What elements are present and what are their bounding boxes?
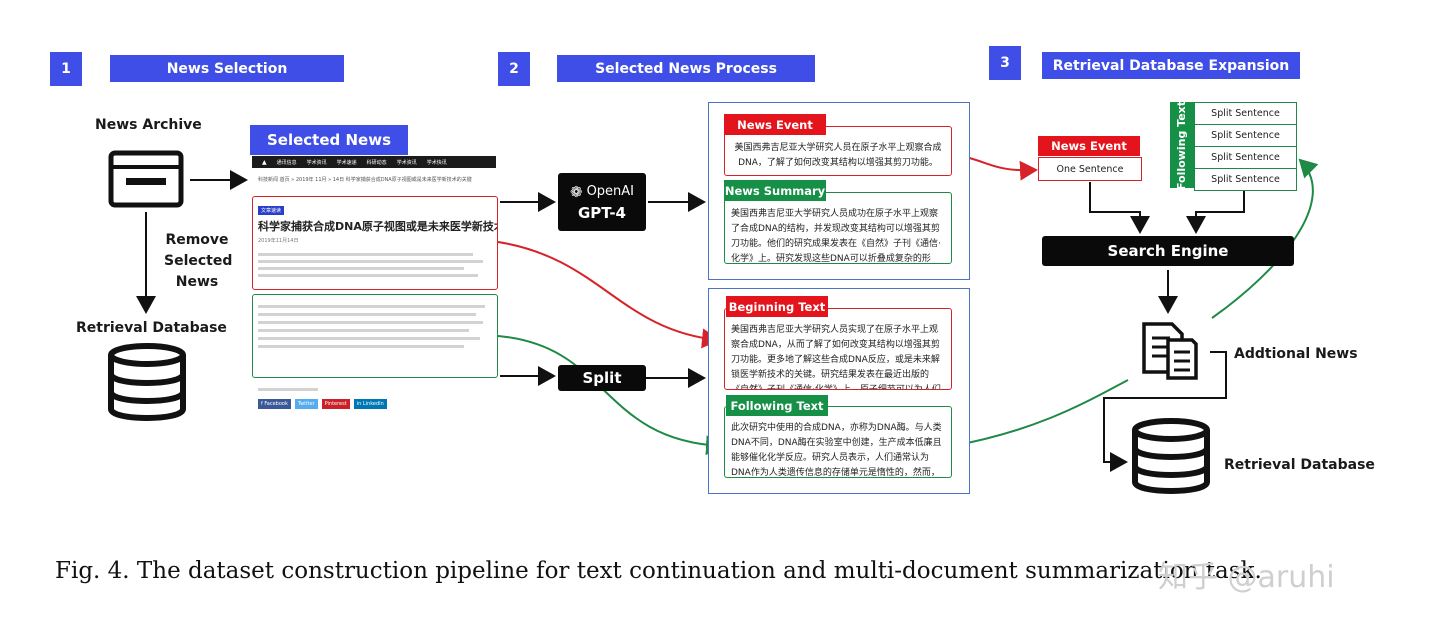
article-placeholder-lines <box>253 247 497 283</box>
database-icon-right <box>1130 418 1212 496</box>
news-event-tag: News Event <box>724 114 826 135</box>
split-box: Split <box>558 365 646 391</box>
green-curve-expansion <box>1211 158 1319 319</box>
news-event-text: 美国西弗吉尼亚大学研究人员在原子水平上观察合成DNA，了解了如何改变其结构以增强… <box>734 143 942 168</box>
share-pinterest-button[interactable]: Pinterest <box>321 399 350 409</box>
openai-label: OpenAI <box>586 184 635 199</box>
remove-line-1: Remove <box>165 232 229 248</box>
search-engine-box: Search Engine <box>1042 236 1294 266</box>
nav-item: 学术快讯 <box>426 159 447 166</box>
documents-icon <box>1138 318 1200 382</box>
database-icon-left <box>106 343 188 423</box>
openai-knot-icon: ❁ <box>569 182 583 201</box>
beginning-text-tag: Beginning Text <box>726 296 828 317</box>
figure-caption: Fig. 4. The dataset construction pipelin… <box>55 558 1262 584</box>
additional-news-label: Addtional News <box>1234 346 1358 362</box>
selected-beginning-region: 文章速读 科学家捕获合成DNA原子视图或是未来医学新技术的关键 2019年11月… <box>252 196 498 290</box>
green-curve-following-out <box>951 379 1129 447</box>
nav-item: 科研动态 <box>366 159 387 166</box>
watermark: 知乎 @aruhi <box>1158 560 1335 595</box>
news-event-card: 美国西弗吉尼亚大学研究人员在原子水平上观察合成DNA，了解了如何改变其结构以增强… <box>724 126 952 176</box>
home-icon: ▲ <box>262 158 267 166</box>
browser-window-icon <box>108 150 184 208</box>
beginning-text-card: 美国西弗吉尼亚大学研究人员实现了在原子水平上观察合成DNA，从而了解了如何改变其… <box>724 308 952 390</box>
remove-selected-label: Remove Selected News <box>164 230 233 293</box>
remove-line-3: News <box>175 274 219 290</box>
retrieval-database-label-right: Retrieval Database <box>1224 457 1375 473</box>
nav-item: 通讯信息 <box>276 159 297 166</box>
nav-item: 学术资讯 <box>396 159 417 166</box>
arrow-news-to-db <box>1103 351 1227 472</box>
step-title-selected-news-process: Selected News Process <box>557 55 815 82</box>
openai-logo: ❁ OpenAI <box>570 183 634 201</box>
article-meta: 2019年11月14日 <box>258 238 299 244</box>
following-text-body: 此次研究中使用的合成DNA，亦称为DNA酶。与人类DNA不同，DNA酶在实验室中… <box>731 423 942 478</box>
right-news-event-tag: News Event <box>1038 136 1140 156</box>
following-text-tag: Following Text <box>726 395 828 416</box>
article-body-lines <box>253 295 497 358</box>
following-text-card: 此次研究中使用的合成DNA，亦称为DNA酶。与人类DNA不同，DNA酶在实验室中… <box>724 406 952 478</box>
step-number-2: 2 <box>498 52 530 86</box>
news-archive-label: News Archive <box>95 117 202 133</box>
step-title-news-selection: News Selection <box>110 55 344 82</box>
share-bar: f Facebook Twitter Pinterest in LinkedIn <box>258 388 494 418</box>
news-summary-card: 美国西弗吉尼亚大学研究人员成功在原子水平上观察了合成DNA的结构，并发现改变其结… <box>724 192 952 264</box>
nav-item: 学术速递 <box>336 159 357 166</box>
selected-following-region <box>252 294 498 378</box>
webpage-nav-bar: ▲ 通讯信息 学术资讯 学术速递 科研动态 学术资讯 学术快讯 <box>252 156 496 168</box>
beginning-text-body: 美国西弗吉尼亚大学研究人员实现了在原子水平上观察合成DNA，从而了解了如何改变其… <box>731 325 941 390</box>
share-twitter-button[interactable]: Twitter <box>294 399 318 409</box>
gpt4-label: GPT-4 <box>578 203 626 222</box>
green-curve-following <box>497 335 724 456</box>
arrow-split-to-search <box>1186 190 1245 234</box>
gpt4-box: ❁ OpenAI GPT-4 <box>558 173 646 231</box>
article-headline: 科学家捕获合成DNA原子视图或是未来医学新技术的关键 <box>258 220 497 233</box>
arrow-sentence-to-search <box>1089 182 1150 234</box>
share-linkedin-button[interactable]: in LinkedIn <box>353 399 387 409</box>
following-text-vertical-tag: Following Text <box>1170 100 1194 190</box>
nav-item: 学术资讯 <box>306 159 327 166</box>
retrieval-database-label-left: Retrieval Database <box>76 320 227 336</box>
webpage-breadcrumb: 科技新闻 首页 » 2019年 11月 » 14日 科学家捕获合成DNA原子视图… <box>258 177 472 183</box>
split-sentence-box: Split Sentence <box>1194 146 1297 169</box>
news-summary-text: 美国西弗吉尼亚大学研究人员成功在原子水平上观察了合成DNA的结构，并发现改变其结… <box>731 209 941 264</box>
article-badge: 文章速读 <box>258 206 285 215</box>
step-title-retrieval-expansion: Retrieval Database Expansion <box>1042 52 1300 79</box>
news-summary-tag: News Summary <box>724 180 826 201</box>
step-number-3: 3 <box>989 46 1021 80</box>
step-number-1: 1 <box>50 52 82 86</box>
split-sentence-box: Split Sentence <box>1194 124 1297 147</box>
one-sentence-box: One Sentence <box>1038 157 1142 181</box>
following-text-vertical-label: Following Text <box>1175 100 1189 190</box>
split-sentence-box: Split Sentence <box>1194 102 1297 125</box>
remove-line-2: Selected <box>164 253 233 269</box>
red-curve-beginning <box>497 241 720 349</box>
split-sentence-box: Split Sentence <box>1194 168 1297 191</box>
selected-news-header: Selected News <box>250 125 408 155</box>
share-facebook-button[interactable]: f Facebook <box>258 399 291 409</box>
